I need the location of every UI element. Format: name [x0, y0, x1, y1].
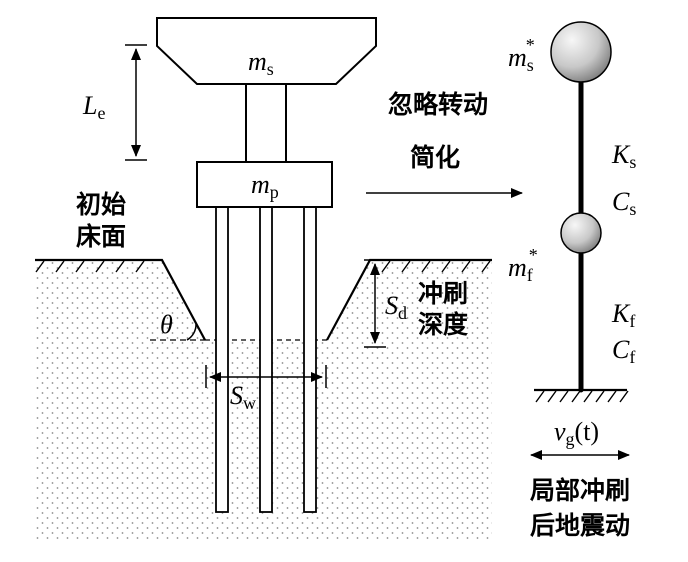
- text-local-scour-2: 后地震动: [530, 511, 630, 540]
- label-cs: Cs: [612, 187, 636, 219]
- sw-dimension: [205, 365, 327, 388]
- text-initial-bed-1: 初始: [76, 190, 126, 219]
- pile-left: [215, 206, 229, 513]
- label-ms-star: ms*: [508, 35, 535, 75]
- sphere-ms: [550, 21, 612, 83]
- label-sd: Sd: [385, 291, 407, 323]
- label-cf: Cf: [612, 335, 635, 367]
- pile-right: [303, 206, 317, 513]
- pile-cap: [196, 161, 333, 208]
- label-le: Le: [82, 91, 105, 123]
- sphere-mf: [560, 212, 602, 254]
- label-mp: mp: [251, 170, 279, 202]
- pier-column: [245, 83, 287, 163]
- ground-surface-left: [35, 258, 206, 341]
- label-kf: Kf: [611, 299, 635, 331]
- text-initial-bed-2: 床面: [76, 222, 126, 251]
- theta-arc: [186, 323, 197, 341]
- label-sw: Sw: [230, 381, 256, 413]
- text-simplify: 简化: [410, 143, 460, 172]
- le-dimension: [125, 44, 147, 161]
- text-ignore-rotation: 忽略转动: [388, 90, 488, 119]
- label-theta: θ: [160, 310, 173, 339]
- model-base-hatch: [535, 390, 629, 403]
- ground-hatch-right: [381, 260, 491, 273]
- label-ms: ms: [248, 47, 274, 79]
- sd-dimension: [364, 259, 386, 348]
- text-local-scour-1: 局部冲刷: [530, 476, 630, 505]
- label-ks: Ks: [611, 140, 636, 172]
- ground-hatch-left: [35, 260, 145, 273]
- pile-middle: [259, 206, 273, 513]
- label-mf-star: mf*: [508, 245, 538, 285]
- text-scour-depth-2: 深度: [418, 310, 468, 339]
- label-vg: vg(t): [554, 417, 599, 449]
- text-scour-depth-1: 冲刷: [418, 279, 468, 308]
- superstructure-mass: [156, 17, 377, 85]
